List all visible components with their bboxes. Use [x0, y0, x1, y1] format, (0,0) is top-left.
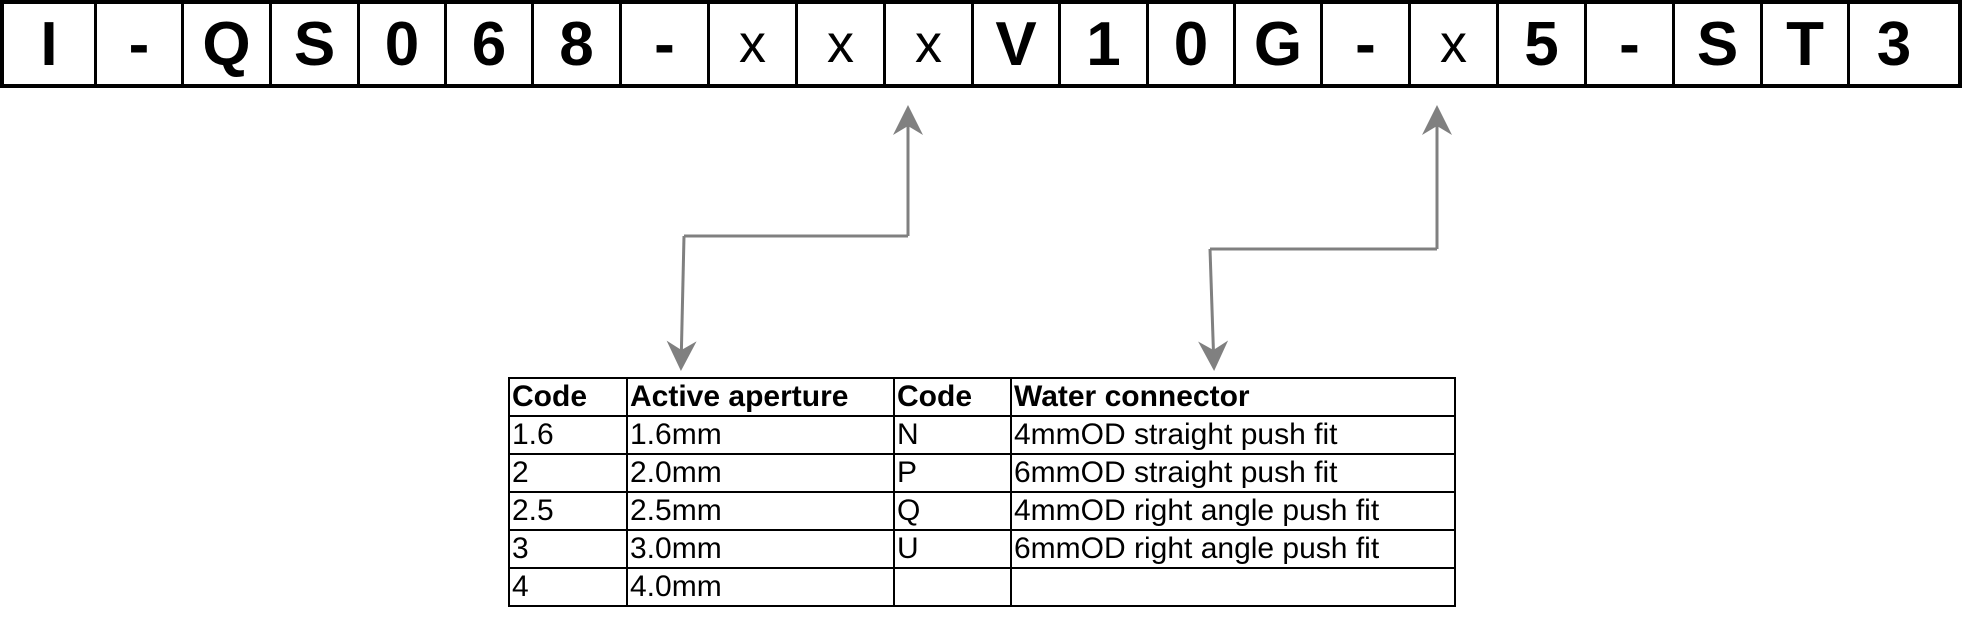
code-char: T	[1763, 4, 1850, 84]
table-row: 4 4.0mm	[508, 567, 1456, 607]
code-char-aperture-placeholder: x	[798, 4, 886, 84]
connector-arrow-down	[1198, 248, 1229, 371]
cell-connector-code: Q	[893, 491, 1012, 531]
cell-connector-value	[1010, 567, 1456, 607]
cell-connector-code	[893, 567, 1012, 607]
code-char: 0	[1149, 4, 1236, 84]
code-char-aperture-placeholder: x	[710, 4, 798, 84]
code-char-aperture-placeholder: x	[886, 4, 974, 84]
cell-connector-code: U	[893, 529, 1012, 569]
options-table: Code Active aperture Code Water connecto…	[508, 377, 1456, 607]
cell-aperture-code: 4	[508, 567, 628, 607]
cell-aperture-value: 2.5mm	[626, 491, 895, 531]
cell-connector-value: 6mmOD straight push fit	[1010, 453, 1456, 493]
code-char: V	[974, 4, 1061, 84]
cell-connector-code: P	[893, 453, 1012, 493]
aperture-arrow-down	[666, 235, 697, 371]
header-water-connector: Water connector	[1010, 377, 1456, 417]
cell-aperture-code: 2.5	[508, 491, 628, 531]
table-row: 2 2.0mm P 6mmOD straight push fit	[508, 453, 1456, 493]
code-char: -	[622, 4, 710, 84]
table-row: 1.6 1.6mm N 4mmOD straight push fit	[508, 415, 1456, 455]
cell-connector-value: 4mmOD right angle push fit	[1010, 491, 1456, 531]
code-char: 0	[360, 4, 447, 84]
code-char: 5	[1499, 4, 1587, 84]
cell-aperture-value: 3.0mm	[626, 529, 895, 569]
code-char: Q	[184, 4, 272, 84]
cell-connector-code: N	[893, 415, 1012, 455]
code-char-connector-placeholder: x	[1411, 4, 1499, 84]
table-row: 2.5 2.5mm Q 4mmOD right angle push fit	[508, 491, 1456, 531]
cell-connector-value: 6mmOD right angle push fit	[1010, 529, 1456, 569]
table-row: 3 3.0mm U 6mmOD right angle push fit	[508, 529, 1456, 569]
cell-aperture-value: 2.0mm	[626, 453, 895, 493]
cell-aperture-code: 3	[508, 529, 628, 569]
code-char: S	[272, 4, 360, 84]
code-char: 8	[534, 4, 622, 84]
code-char: G	[1236, 4, 1323, 84]
code-char: -	[97, 4, 184, 84]
code-char: -	[1587, 4, 1675, 84]
header-code-connector: Code	[893, 377, 1012, 417]
code-char: 3	[1876, 9, 1912, 79]
table-header-row: Code Active aperture Code Water connecto…	[508, 377, 1456, 417]
code-char: 6	[447, 4, 534, 84]
cell-aperture-code: 2	[508, 453, 628, 493]
header-code-aperture: Code	[508, 377, 628, 417]
code-char: 1	[1061, 4, 1149, 84]
code-char: S	[1675, 4, 1763, 84]
cell-connector-value: 4mmOD straight push fit	[1010, 415, 1456, 455]
cell-aperture-value: 1.6mm	[626, 415, 895, 455]
part-code-row: I - Q S 0 6 8 - x x x V 1 0 G - x 5 - S …	[0, 0, 1962, 88]
header-active-aperture: Active aperture	[626, 377, 895, 417]
code-char: -	[1323, 4, 1411, 84]
code-char: I	[4, 4, 97, 84]
cell-aperture-value: 4.0mm	[626, 567, 895, 607]
cell-aperture-code: 1.6	[508, 415, 628, 455]
